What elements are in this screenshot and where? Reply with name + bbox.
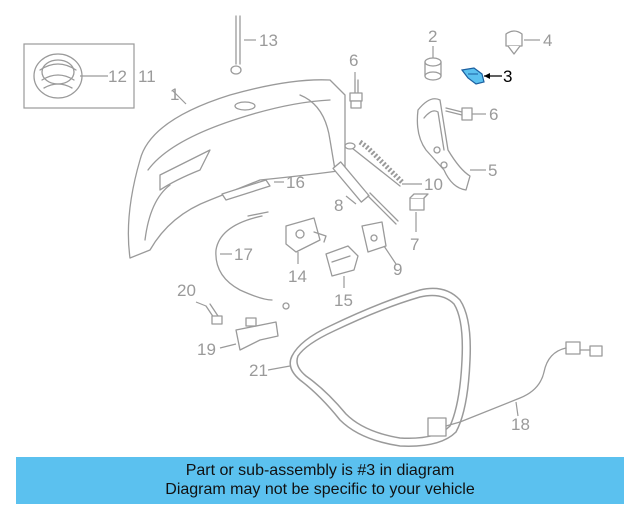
callout-12: 12 <box>108 67 127 86</box>
callout-18: 18 <box>511 415 530 434</box>
part-6-bolt-right <box>445 107 473 121</box>
banner-line-2: Diagram may not be specific to your vehi… <box>165 481 475 498</box>
callout-13: 13 <box>259 31 278 50</box>
part-16-plate <box>221 179 271 201</box>
callout-17: 17 <box>234 245 253 264</box>
inset-box <box>23 43 135 109</box>
callout-8: 8 <box>334 196 343 215</box>
callout-20: 20 <box>177 281 196 300</box>
part-13-rod <box>230 15 242 75</box>
callout-11: 11 <box>138 67 156 86</box>
part-2-cylinder <box>424 57 442 81</box>
callout-21: 21 <box>249 361 268 380</box>
callout-15: 15 <box>334 291 353 310</box>
info-banner: Part or sub-assembly is #3 in diagram Di… <box>16 457 624 504</box>
callout-4: 4 <box>543 31 552 50</box>
part-18-harness <box>427 341 603 437</box>
leader-lines <box>171 39 540 417</box>
callout-5: 5 <box>488 161 497 180</box>
callout-7: 7 <box>410 235 419 254</box>
part-8-strut <box>332 161 399 225</box>
part-10-spring <box>344 139 404 187</box>
part-21-seal <box>289 287 472 447</box>
callout-9: 9 <box>393 260 402 279</box>
callout-19: 19 <box>197 340 216 359</box>
callout-10: 10 <box>424 175 443 194</box>
part-5-hinge <box>416 98 471 191</box>
callout-6-right: 6 <box>489 105 498 124</box>
banner-line-1: Part or sub-assembly is #3 in diagram <box>185 462 455 479</box>
part-15-striker <box>325 245 359 277</box>
part-6-bolt-upper <box>349 79 363 109</box>
callout-16: 16 <box>286 173 305 192</box>
callout-1: 1 <box>170 85 179 104</box>
callout-2: 2 <box>428 27 437 46</box>
callout-3: 3 <box>503 67 512 86</box>
callout-14: 14 <box>288 267 307 286</box>
part-4-clip <box>505 30 523 55</box>
callout-labels: 13 6 2 3 4 6 5 10 7 8 9 16 17 14 15 20 1… <box>108 27 552 434</box>
part-3-clip-highlighted <box>460 67 485 85</box>
part-9-bracket <box>361 221 387 253</box>
part-7-buffer <box>409 193 429 211</box>
part-17-cable <box>215 211 290 310</box>
part-19-bracket <box>235 317 279 351</box>
callout-6-upper: 6 <box>349 51 358 70</box>
part-14-latch <box>285 217 327 253</box>
trunk-lid <box>127 79 346 259</box>
part-20-screw <box>205 303 223 325</box>
